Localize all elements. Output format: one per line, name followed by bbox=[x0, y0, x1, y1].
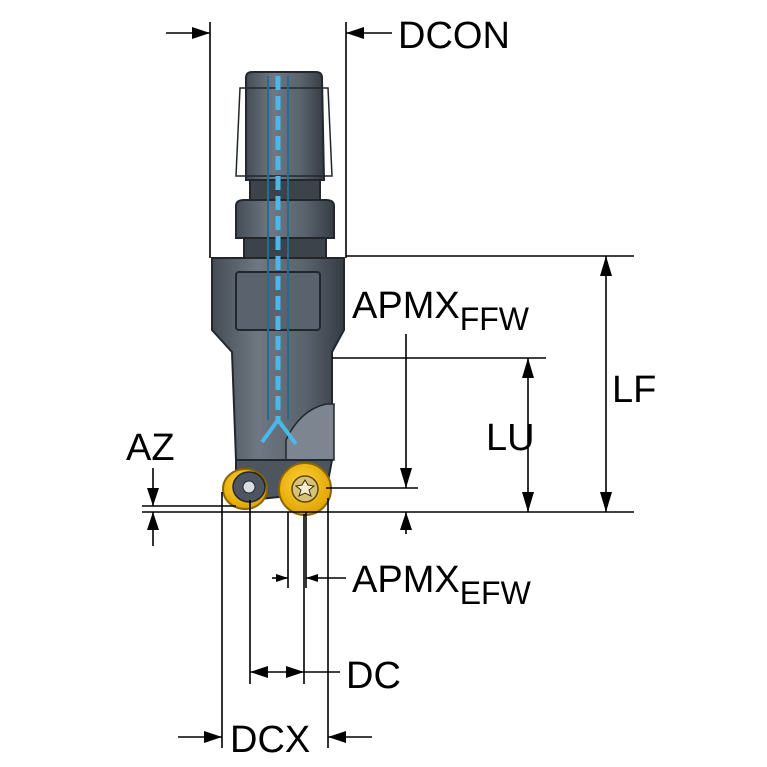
insert-left bbox=[222, 468, 268, 510]
coupling-neck bbox=[249, 179, 321, 201]
label-dc: DC bbox=[346, 655, 401, 697]
torx-screw-icon bbox=[294, 479, 316, 497]
label-dcon: DCON bbox=[398, 15, 510, 57]
label-apmx-efw: APMXEFW bbox=[352, 559, 532, 611]
insert-front bbox=[278, 462, 332, 516]
label-lf: LF bbox=[612, 369, 656, 411]
dimension-labels: DCON APMXFFW LF LU AZ APMXEFW DC DCX bbox=[126, 15, 656, 761]
dimension-lines bbox=[142, 22, 634, 748]
label-dcx: DCX bbox=[230, 719, 310, 761]
label-az: AZ bbox=[126, 427, 175, 469]
coupling-shank bbox=[245, 71, 326, 181]
label-apmx-ffw: APMXFFW bbox=[352, 285, 530, 337]
label-lu: LU bbox=[486, 417, 535, 459]
coupling-collar bbox=[235, 199, 335, 239]
coolant-channel bbox=[260, 76, 298, 446]
